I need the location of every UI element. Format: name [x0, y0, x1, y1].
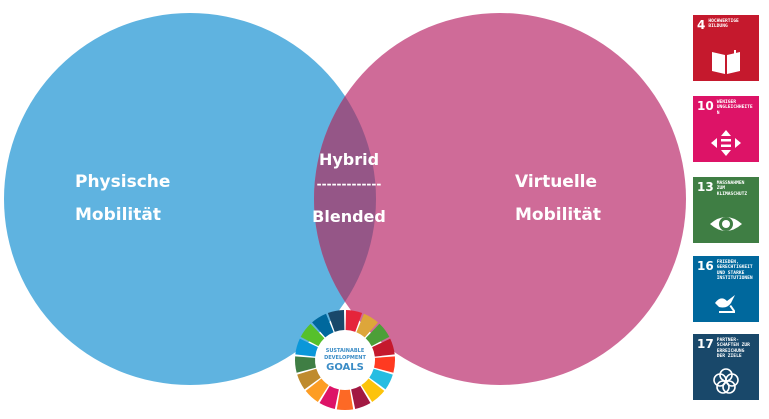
sdg-tile-number: 17 — [697, 337, 714, 351]
sdg-tile-number: 10 — [697, 99, 714, 113]
sdg-tile-title: Massnahmen zum Klimaschutz — [716, 181, 748, 197]
sdg-wheel-segment — [312, 313, 334, 338]
left-label-line1: Physische — [75, 172, 170, 192]
sdg-wheel-segment — [369, 368, 393, 390]
sdg-wheel-center — [318, 333, 372, 387]
sdg-wheel-segments — [295, 310, 395, 411]
dove-gavel-icon — [697, 286, 755, 319]
sdg-tile-10: 10 Weniger Ungleichheiten — [693, 96, 759, 162]
equality-arrows-icon — [697, 126, 755, 159]
partnership-rings-icon — [697, 364, 755, 397]
sdg-wheel-segment — [365, 323, 390, 347]
sdg-wheel-logo: SUSTAINABLE DEVELOPMENT GOALS — [295, 310, 395, 411]
sdg-wheel-segment — [374, 356, 395, 373]
sdg-tile-4: 4 Hochwertige Bildung — [693, 15, 759, 81]
sdg-wheel-segment — [295, 356, 316, 373]
right-label-line1: Virtuelle — [515, 172, 597, 192]
sdg-tile-title: Hochwertige Bildung — [708, 19, 739, 30]
sdg-wheel-segment — [327, 310, 345, 332]
left-label-line2: Mobilität — [75, 205, 161, 225]
book-icon — [697, 45, 755, 78]
sdg-wheel-segment — [305, 378, 329, 402]
sdg-wheel-segment — [345, 310, 363, 332]
sdg-wheel-segment — [300, 323, 325, 347]
climate-eye-icon — [697, 207, 755, 240]
sdg-wheel-segment — [295, 338, 318, 357]
physical-mobility-circle — [4, 13, 376, 385]
sdg-tile-title: Weniger Ungleichheiten — [716, 100, 753, 116]
right-label-line2: Mobilität — [515, 205, 601, 225]
sdg-tile-17: 17 Partner­schaften zur Erreichung der Z… — [693, 334, 759, 400]
sdg-tile-title: Frieden, Gerechtigkeit und starke Instit… — [716, 260, 753, 281]
sdg-wheel-segment — [356, 313, 378, 338]
sdg-tile-number: 13 — [697, 180, 714, 194]
sdg-wheel-segment — [297, 368, 321, 390]
sdg-tile-13: 13 Massnahmen zum Klimaschutz — [693, 177, 759, 243]
center-divider: ------------- — [317, 177, 382, 191]
sdg-wheel-segment — [361, 378, 385, 402]
sdg-wheel-text-line1: SUSTAINABLE — [326, 348, 365, 354]
sdg-wheel-segment — [319, 385, 339, 409]
center-label-blended: Blended — [312, 207, 386, 226]
sdg-tile-title: Partner­schaften zur Erreichung der Ziel… — [716, 338, 750, 359]
virtual-mobility-circle — [314, 13, 686, 385]
center-label-hybrid: Hybrid — [319, 150, 379, 169]
sdg-tile-16: 16 Frieden, Gerechtigkeit und starke Ins… — [693, 256, 759, 322]
sdg-wheel-text-line3: GOALS — [326, 362, 364, 373]
sdg-tile-number: 4 — [697, 18, 706, 32]
sdg-tile-number: 16 — [697, 259, 714, 273]
sdg-wheel-segment — [372, 338, 395, 357]
sdg-wheel-segment — [336, 389, 354, 411]
sdg-wheel-text-line2: DEVELOPMENT — [324, 355, 366, 361]
sdg-wheel-segment — [351, 385, 371, 409]
